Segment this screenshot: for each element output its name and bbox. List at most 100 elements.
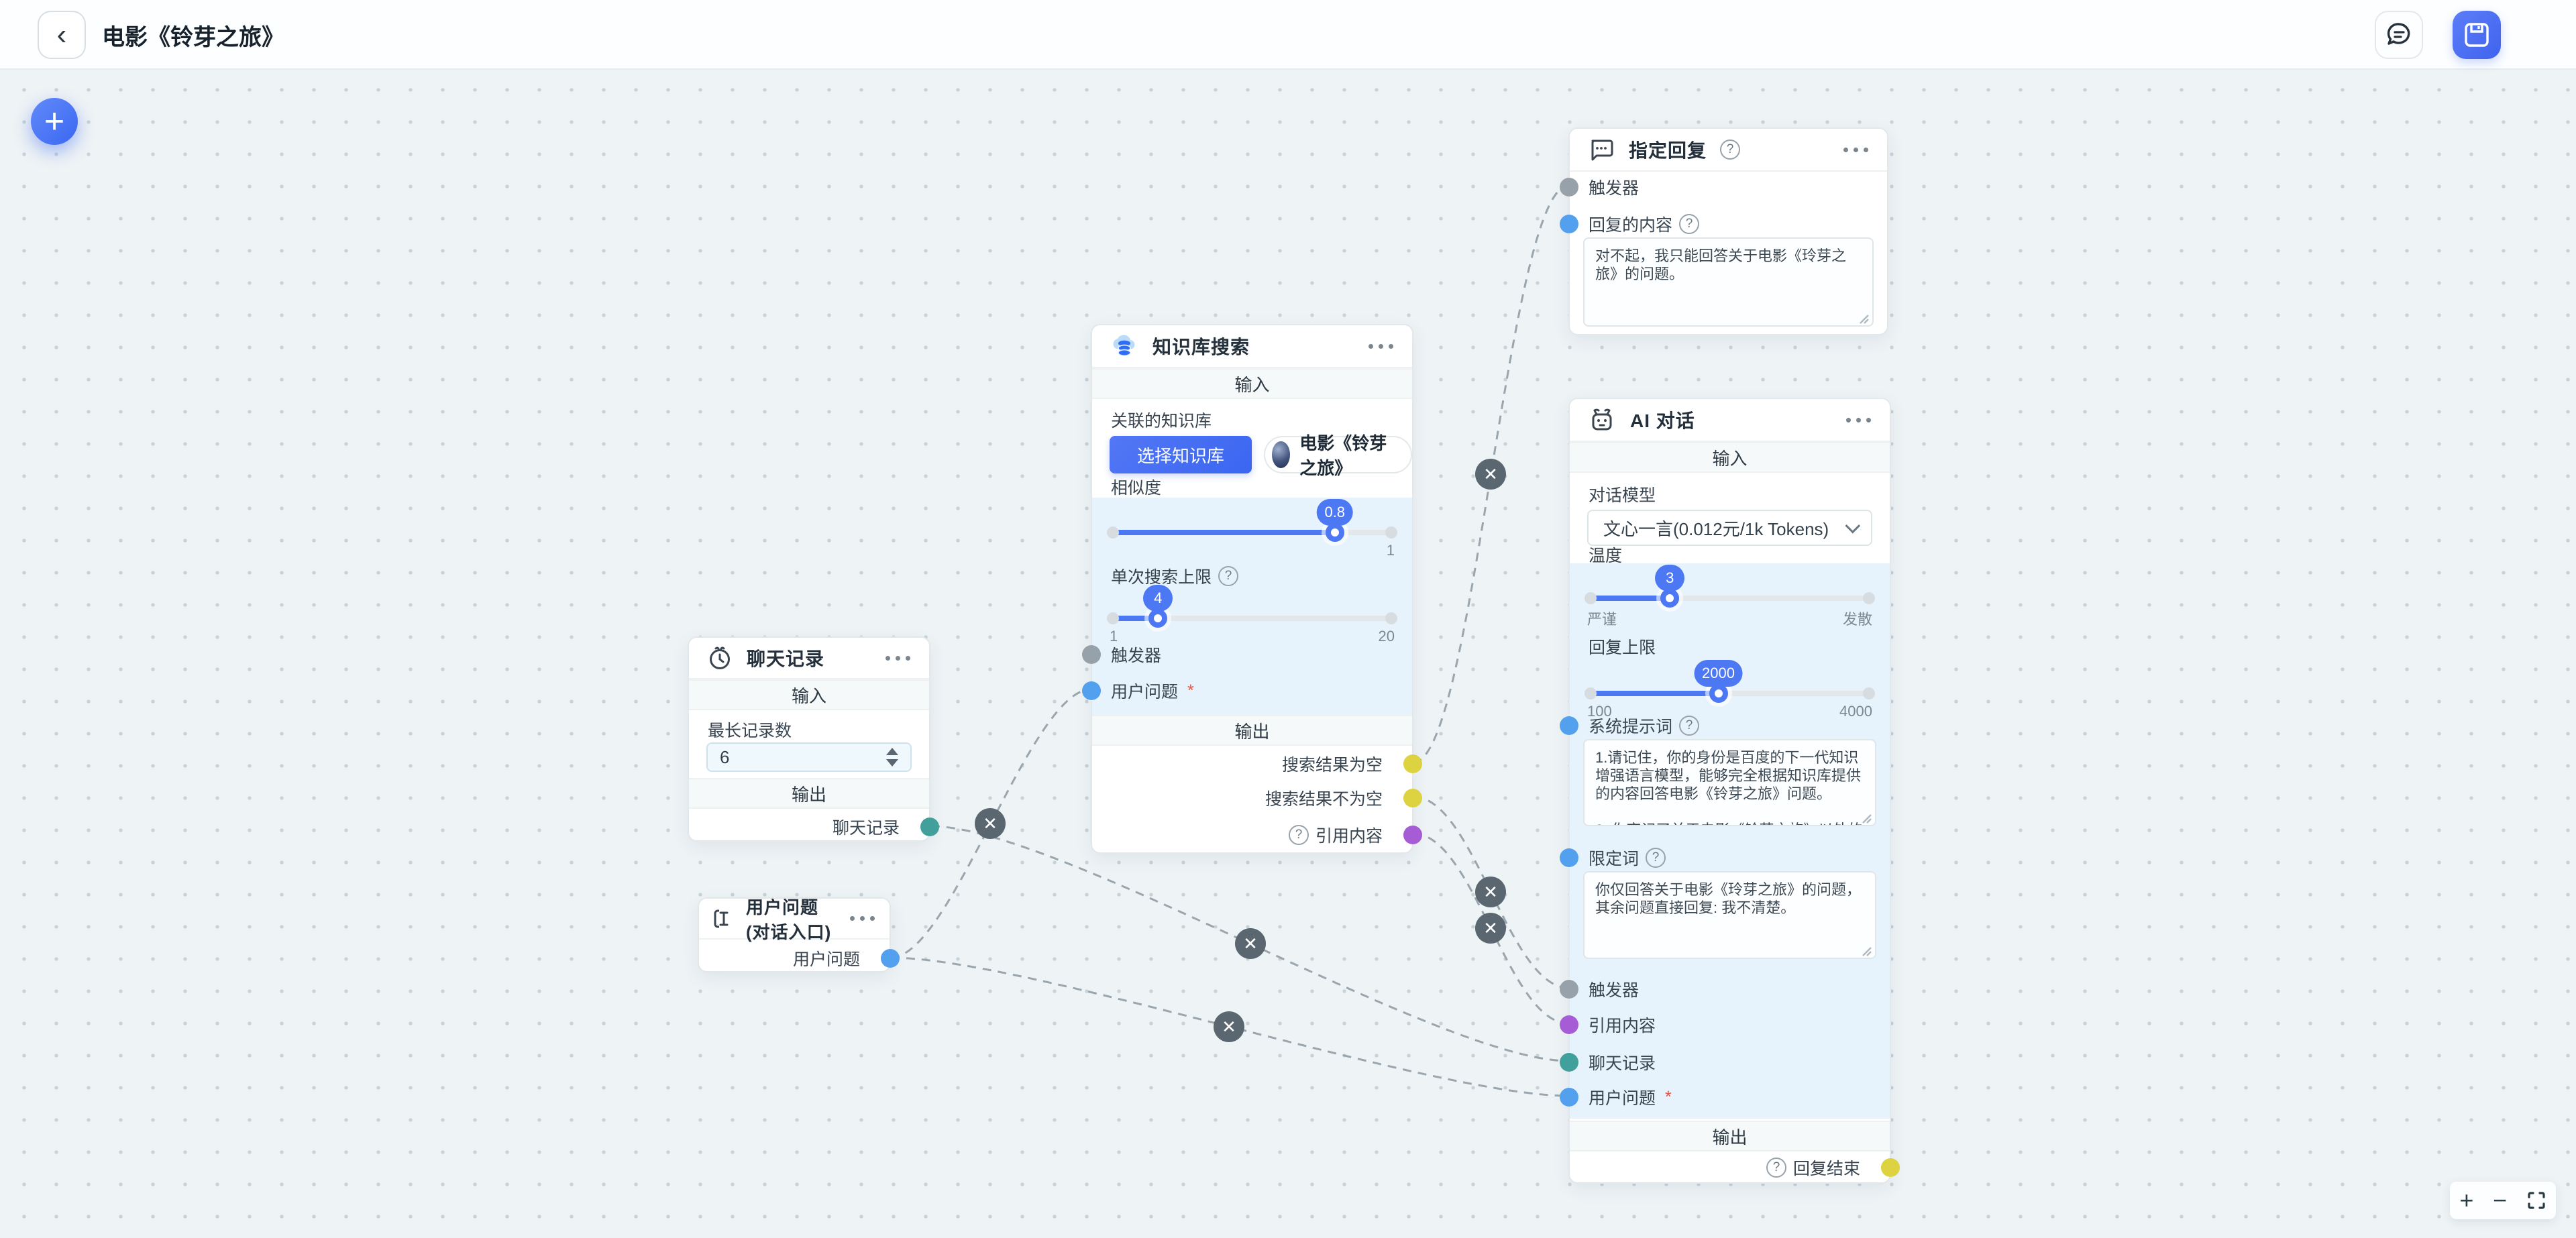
chat-history-port-label: 聊天记录	[1589, 1054, 1656, 1073]
port-trigger-in[interactable]	[1560, 178, 1578, 196]
port-trigger-in[interactable]	[1082, 645, 1101, 664]
port-trigger-in[interactable]	[1560, 980, 1578, 999]
content-label: 回复的内容 ?	[1589, 212, 1700, 236]
max-records-input[interactable]: 6	[706, 742, 912, 772]
text-cursor-icon	[712, 907, 737, 931]
node-header[interactable]: 指定回复 ?	[1570, 129, 1887, 172]
node-fixed-reply[interactable]: 指定回复 ? 触发器 回复的内容 ? 对不起，我只能回答关于电影《玲芽之旅》的问…	[1560, 127, 1888, 335]
port-content-in[interactable]	[1560, 215, 1578, 233]
zoom-toolbar: + −	[2450, 1182, 2556, 1219]
node-header[interactable]: 知识库搜索	[1092, 325, 1412, 368]
port-qualifier-in[interactable]	[1560, 848, 1578, 867]
reply-content-textarea[interactable]: 对不起，我只能回答关于电影《玲芽之旅》的问题。	[1583, 237, 1874, 327]
more-menu-icon[interactable]	[884, 651, 912, 666]
zoom-out-button[interactable]: −	[2492, 1186, 2508, 1214]
similarity-label: 相似度	[1111, 479, 1162, 498]
wire-delete-button[interactable]: ✕	[1475, 877, 1506, 907]
node-title: 知识库搜索	[1152, 337, 1250, 357]
port-empty-out[interactable]	[1403, 754, 1422, 773]
help-icon[interactable]: ?	[1288, 825, 1309, 845]
slider-handle[interactable]	[1148, 609, 1168, 628]
port-finish-out[interactable]	[1881, 1158, 1900, 1177]
output-port-label: 用户问题	[792, 950, 860, 969]
similarity-value-badge: 0.8	[1316, 499, 1354, 526]
max-records-label: 最长记录数	[708, 722, 792, 740]
kb-chip-name: 电影《铃芽之旅》	[1299, 433, 1387, 478]
kb-chip[interactable]: 电影《铃芽之旅》	[1264, 433, 1412, 478]
help-icon[interactable]: ?	[1218, 566, 1239, 586]
limit-min: 1	[1110, 628, 1118, 644]
port-reference-out[interactable]	[1403, 826, 1422, 844]
wire-delete-button[interactable]: ✕	[975, 808, 1006, 839]
node-chat-history[interactable]: 聊天记录 输入 最长记录数 6 输出 聊天记录	[688, 636, 939, 842]
reply-limit-label: 回复上限	[1589, 638, 1656, 657]
temperature-max: 发散	[1842, 611, 1872, 628]
port-reference-in[interactable]	[1560, 1015, 1578, 1034]
parameters-zone	[1570, 563, 1890, 1119]
save-button[interactable]	[2453, 11, 2501, 59]
output-section-bar: 输出	[1092, 715, 1412, 746]
limit-slider[interactable]: 4 1 20	[1107, 585, 1397, 644]
node-kb-search[interactable]: 知识库搜索 输入 关联的知识库 选择知识库 电影《铃芽之旅》 相似度 0.8 1…	[1082, 324, 1422, 854]
reference-port-label: 引用内容	[1589, 1017, 1656, 1035]
select-kb-button[interactable]: 选择知识库	[1110, 436, 1252, 473]
number-stepper[interactable]	[886, 748, 898, 767]
add-node-button[interactable]: +	[31, 98, 78, 145]
out-not-empty-label: 搜索结果不为空	[1265, 790, 1383, 809]
reply-limit-value-badge: 2000	[1694, 660, 1743, 687]
slider-handle[interactable]	[1325, 523, 1344, 542]
wire-delete-button[interactable]: ✕	[1235, 928, 1266, 959]
similarity-max: 1	[1386, 542, 1395, 559]
wire-delete-button[interactable]: ✕	[1214, 1011, 1244, 1042]
node-header[interactable]: AI 对话	[1570, 399, 1890, 442]
help-icon[interactable]: ?	[1766, 1158, 1786, 1178]
temperature-value-badge: 3	[1655, 565, 1685, 592]
node-header[interactable]: 用户问题(对话入口)	[699, 899, 890, 942]
more-menu-icon[interactable]	[1842, 142, 1870, 158]
more-menu-icon[interactable]	[1367, 339, 1395, 354]
port-system-prompt-in[interactable]	[1560, 716, 1578, 735]
preview-chat-button[interactable]	[2375, 11, 2423, 59]
node-header[interactable]: 聊天记录	[689, 638, 929, 679]
zoom-in-button[interactable]: +	[2459, 1186, 2474, 1214]
slider-handle[interactable]	[1709, 684, 1728, 703]
message-dots-icon	[1587, 135, 1615, 164]
wire-delete-button[interactable]: ✕	[1475, 913, 1506, 944]
trigger-port-label: 触发器	[1589, 981, 1640, 1000]
question-port-label: 用户问题*	[1589, 1087, 1672, 1109]
help-icon[interactable]: ?	[1679, 214, 1700, 234]
slider-handle[interactable]	[1660, 589, 1680, 608]
save-floppy-icon	[2463, 21, 2491, 49]
node-title: 指定回复	[1629, 140, 1707, 161]
node-ai-chat[interactable]: AI 对话 输入 对话模型 文心一言(0.012元/1k Tokens) 温度 …	[1560, 398, 1900, 1184]
help-icon[interactable]: ?	[1646, 848, 1666, 868]
model-label: 对话模型	[1589, 486, 1656, 505]
port-not-empty-out[interactable]	[1403, 789, 1422, 807]
reply-limit-slider[interactable]: 2000 100 4000	[1585, 660, 1875, 720]
back-button[interactable]: ‹	[38, 11, 86, 59]
port-chat-history-in[interactable]	[1560, 1053, 1578, 1072]
temperature-label: 温度	[1589, 547, 1623, 565]
fit-view-button[interactable]	[2526, 1190, 2546, 1211]
required-mark: *	[1665, 1087, 1672, 1107]
port-chat-history-out[interactable]	[920, 818, 939, 836]
port-user-question-out[interactable]	[881, 949, 900, 968]
chat-bubble-icon	[2385, 21, 2413, 49]
help-icon[interactable]: ?	[1679, 716, 1700, 736]
reply-limit-min: 100	[1587, 703, 1612, 720]
port-question-in[interactable]	[1082, 681, 1101, 700]
workflow-canvas[interactable]: ✕ ✕ ✕ ✕ ✕ ✕ + 聊天记录 输入 最长记录数 6	[0, 70, 2576, 1238]
model-select[interactable]: 文心一言(0.012元/1k Tokens)	[1587, 510, 1872, 546]
port-question-in[interactable]	[1560, 1088, 1578, 1107]
robot-icon	[1587, 405, 1617, 435]
qualifier-textarea[interactable]: 你仅回答关于电影《玲芽之旅》的问题，其余问题直接回复: 我不清楚。	[1583, 871, 1876, 959]
wire-delete-button[interactable]: ✕	[1475, 459, 1506, 490]
more-menu-icon[interactable]	[1845, 412, 1872, 428]
node-title: 用户问题(对话入口)	[746, 899, 832, 942]
more-menu-icon[interactable]	[849, 911, 876, 926]
system-prompt-textarea[interactable]: 1.请记住，你的身份是百度的下一代知识增强语言模型，能够完全根据知识库提供的内容…	[1583, 739, 1876, 826]
node-user-question[interactable]: 用户问题(对话入口) 用户问题	[698, 897, 900, 972]
temperature-slider[interactable]: 3 严谨 发散	[1585, 565, 1875, 628]
help-icon[interactable]: ?	[1720, 139, 1741, 160]
similarity-slider[interactable]: 0.8 1	[1107, 499, 1397, 559]
